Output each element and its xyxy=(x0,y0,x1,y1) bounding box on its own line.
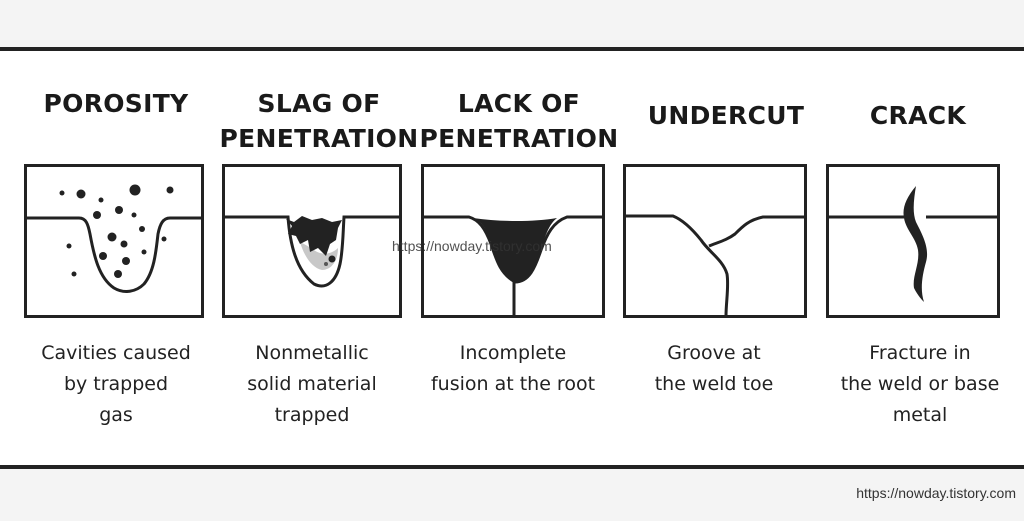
watermark-corner[interactable]: https://nowday.tistory.com xyxy=(856,485,1016,501)
title-undercut: UNDERCUT xyxy=(647,101,805,130)
watermark-center: https://nowday.tistory.com xyxy=(392,238,552,254)
porosity-figure xyxy=(24,164,204,318)
description-lack-of-penetration: Incomplete fusion at the root xyxy=(430,342,596,395)
lack-of-penetration-figure xyxy=(421,164,605,318)
undercut-figure xyxy=(623,164,807,318)
description-porosity: Cavities caused by trapped gas xyxy=(41,342,191,426)
title-slag: SLAG OF PENETRATION xyxy=(219,89,419,153)
title-porosity: POROSITY xyxy=(43,89,189,118)
description-undercut: Groove at the weld toe xyxy=(654,342,774,395)
crack-figure xyxy=(826,164,1000,318)
slag-figure xyxy=(222,164,402,318)
description-slag: Nonmetallic solid material trapped xyxy=(247,342,377,426)
title-crack: CRACK xyxy=(869,101,967,130)
description-crack: Fracture in the weld or base metal xyxy=(840,342,1000,426)
title-lack-of-penetration: LACK OF PENETRATION xyxy=(419,89,619,153)
